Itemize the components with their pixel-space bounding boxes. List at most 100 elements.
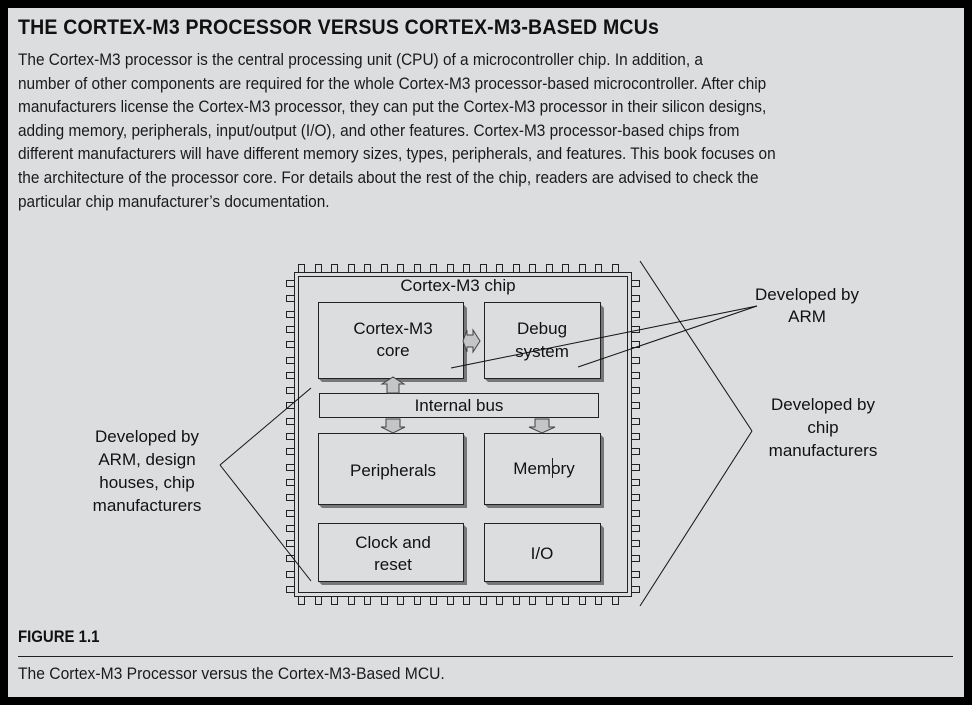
chip-pin xyxy=(513,264,520,273)
body-line: number of other components are required … xyxy=(18,73,767,93)
block-debug-system xyxy=(484,302,601,379)
chip-pin xyxy=(579,596,586,605)
body-paragraph: The Cortex-M3 processor is the central p… xyxy=(18,48,959,213)
chip-pin xyxy=(348,596,355,605)
chip-pin xyxy=(381,596,388,605)
arrow-down-icon xyxy=(380,418,406,434)
block-memory xyxy=(484,433,601,505)
chip-pin xyxy=(631,280,640,287)
chip-pin xyxy=(298,264,305,273)
bidirectional-arrow-icon xyxy=(462,328,481,354)
arrow-down-icon xyxy=(528,418,556,434)
annotation-chip-line2: chip xyxy=(807,418,838,437)
chip-pin xyxy=(579,264,586,273)
annotation-design-line3: houses, chip xyxy=(99,473,194,492)
debug-label-line1: Debug xyxy=(517,319,567,338)
chip-pin xyxy=(631,555,640,562)
chip-pin xyxy=(631,387,640,394)
annotation-arm-line2: ARM xyxy=(788,307,826,326)
chip-pin xyxy=(286,295,295,302)
chip-pin xyxy=(414,596,421,605)
bus-label: Internal bus xyxy=(415,396,504,415)
chip-pin xyxy=(513,596,520,605)
core-label-line1: Cortex-M3 xyxy=(353,319,432,338)
chip-pin xyxy=(562,264,569,273)
chip-pin xyxy=(562,596,569,605)
chip-pin xyxy=(381,264,388,273)
body-line: manufacturers license the Cortex-M3 proc… xyxy=(18,97,767,117)
chip-pin xyxy=(286,357,295,364)
chip-pin xyxy=(631,525,640,532)
debug-label-line2: system xyxy=(515,342,569,361)
leader-lines xyxy=(219,260,758,607)
chip-pin xyxy=(397,596,404,605)
chip-pin xyxy=(631,357,640,364)
chip-pin xyxy=(447,596,454,605)
chip-pin xyxy=(286,433,295,440)
chip-pin xyxy=(286,372,295,379)
chip-pin xyxy=(631,433,640,440)
chip-pin xyxy=(595,596,602,605)
chip-pin xyxy=(286,326,295,333)
chip-pin xyxy=(631,448,640,455)
chip-pin xyxy=(612,596,619,605)
chip-pin xyxy=(631,540,640,547)
chip-pin xyxy=(631,494,640,501)
chip-pin xyxy=(286,311,295,318)
chip-pin xyxy=(612,264,619,273)
chip-pin xyxy=(631,418,640,425)
chip-pin xyxy=(286,525,295,532)
chip-pin xyxy=(286,510,295,517)
body-line: The Cortex-M3 processor is the central p… xyxy=(18,50,703,69)
chip-pin xyxy=(595,264,602,273)
chip-pin xyxy=(364,596,371,605)
chip-pin xyxy=(631,586,640,593)
chip-pin xyxy=(430,264,437,273)
chip-pin xyxy=(546,264,553,273)
chip-pin xyxy=(430,596,437,605)
chip-pin xyxy=(286,387,295,394)
chip-outline-inner xyxy=(298,276,628,593)
clock-label-line1: Clock and xyxy=(355,533,431,552)
block-internal-bus xyxy=(319,393,599,418)
chip-pin xyxy=(414,264,421,273)
chip-pin xyxy=(631,402,640,409)
annotation-chip-line3: manufacturers xyxy=(769,441,878,460)
io-label: I/O xyxy=(531,544,554,563)
chip-pin xyxy=(447,264,454,273)
block-peripherals xyxy=(318,433,464,505)
body-line: adding memory, peripherals, input/output… xyxy=(18,120,740,140)
chip-pin xyxy=(631,372,640,379)
block-io xyxy=(484,523,601,582)
annotation-chip-line1: Developed by xyxy=(771,395,875,414)
chip-pin xyxy=(480,264,487,273)
chip-pin xyxy=(286,464,295,471)
figure-label: FIGURE 1.1 xyxy=(18,627,100,646)
chip-pin xyxy=(463,264,470,273)
annotation-design-line1: Developed by xyxy=(95,427,199,446)
chip-pin xyxy=(631,464,640,471)
annotation-design-line2: ARM, design xyxy=(98,450,195,469)
chip-pin xyxy=(286,494,295,501)
chip-pin xyxy=(286,418,295,425)
chip-pin xyxy=(496,264,503,273)
section-title: THE CORTEX-M3 PROCESSOR VERSUS CORTEX-M3… xyxy=(18,16,660,39)
chip-pin xyxy=(286,280,295,287)
chip-pin xyxy=(286,571,295,578)
chip-pin xyxy=(286,586,295,593)
chip-pin xyxy=(286,341,295,348)
clock-label-line2: reset xyxy=(374,555,412,574)
peripherals-label: Peripherals xyxy=(350,461,436,480)
chip-pin xyxy=(315,596,322,605)
body-line: the architecture of the processor core. … xyxy=(18,167,759,187)
chip-label: Cortex-M3 chip xyxy=(400,276,515,295)
annotation-design-line4: manufacturers xyxy=(93,496,202,515)
chip-pin xyxy=(546,596,553,605)
chip-pin xyxy=(463,596,470,605)
chip-pin xyxy=(364,264,371,273)
chip-pin xyxy=(631,479,640,486)
block-clock-reset xyxy=(318,523,464,582)
chip-pin xyxy=(331,264,338,273)
block-cortex-m3-core xyxy=(318,302,464,379)
